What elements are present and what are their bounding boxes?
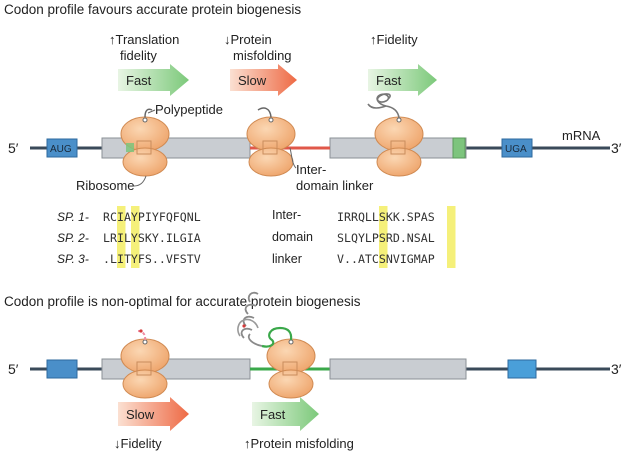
alignment-middle-label-3: linker bbox=[272, 252, 302, 266]
sequence-left-3: .LITYFS..VFSTV bbox=[103, 252, 201, 266]
domain-2-green-segment bbox=[452, 137, 466, 159]
three-prime-label-bottom: 3′ bbox=[611, 361, 622, 377]
ribosome-bottom-2 bbox=[237, 291, 316, 399]
linker-leader bbox=[289, 147, 297, 169]
ribosome-1 bbox=[120, 108, 170, 177]
mrna-label: mRNA bbox=[562, 128, 601, 143]
sequence-right-1: IRRQLLSKK.SPAS bbox=[337, 210, 435, 224]
ribosome-2 bbox=[246, 107, 296, 177]
alignment-middle-label-2: domain bbox=[272, 230, 313, 244]
top-panel-title: Codon profile favours accurate protein b… bbox=[4, 2, 301, 17]
stop-codon-label: UGA bbox=[505, 144, 527, 155]
folded-domain-coil bbox=[367, 93, 400, 119]
three-prime-label-top: 3′ bbox=[611, 140, 622, 156]
translation-fidelity-label-line1: ↑Translation bbox=[109, 32, 179, 47]
fidelity-down-label: ↓Fidelity bbox=[114, 436, 162, 451]
start-codon-box-bottom bbox=[46, 359, 78, 379]
protein-misfolding-up-label: ↑Protein misfolding bbox=[244, 436, 354, 451]
polypeptide-leader bbox=[147, 109, 156, 114]
svg-text:SP. 2-: SP. 2- bbox=[57, 231, 89, 245]
species-3-label: SP. 3 bbox=[57, 252, 85, 266]
domain-2-box-bottom bbox=[329, 358, 467, 380]
start-codon-label: AUG bbox=[50, 144, 72, 155]
slow-arrow-bottom: Slow bbox=[118, 397, 189, 431]
misfolded-domain-coil bbox=[240, 291, 263, 347]
start-codon-box bbox=[46, 138, 78, 158]
translation-fidelity-label-line2: fidelity bbox=[120, 48, 157, 63]
ribosome-leader bbox=[133, 175, 147, 187]
fast-arrow-2: Fast bbox=[368, 64, 437, 96]
species-2-label: SP. 2 bbox=[57, 231, 85, 245]
misfolded-linker-green bbox=[261, 326, 293, 348]
linker-label-line2: domain linker bbox=[296, 178, 374, 193]
fast-arrow-1-label: Fast bbox=[126, 73, 152, 88]
alignment-species-labels: SP. 1- SP. 2- SP. 3- bbox=[57, 210, 89, 266]
alignment-highlights bbox=[117, 206, 456, 268]
slow-arrow-1: Slow bbox=[230, 64, 297, 96]
protein-misfolding-label-line2: misfolding bbox=[233, 48, 292, 63]
ribosome-3 bbox=[367, 93, 424, 177]
five-prime-label-bottom: 5′ bbox=[8, 361, 19, 377]
fast-arrow-bottom: Fast bbox=[252, 397, 319, 431]
five-prime-label-top: 5′ bbox=[8, 140, 19, 156]
species-1-label: SP. 1 bbox=[57, 210, 85, 224]
svg-text:SP. 3-: SP. 3- bbox=[57, 252, 89, 266]
protein-misfolding-label-line1: ↓Protein bbox=[224, 32, 272, 47]
svg-text:SP. 1-: SP. 1- bbox=[57, 210, 89, 224]
fast-arrow-bottom-label: Fast bbox=[260, 407, 286, 422]
stop-codon-box bbox=[501, 138, 533, 158]
bottom-panel-title: Codon profile is non-optimal for accurat… bbox=[4, 294, 361, 309]
sequence-left-2: LRILYSKY.ILGIA bbox=[103, 231, 201, 245]
fidelity-up-label: ↑Fidelity bbox=[370, 32, 418, 47]
linker-label-line1: Inter- bbox=[296, 162, 326, 177]
ribosome-label: Ribosome bbox=[76, 178, 135, 193]
fast-arrow-1: Fast bbox=[118, 64, 189, 96]
sequence-left-1: RCIAYPIYFQFQNL bbox=[103, 210, 201, 224]
stop-codon-box-bottom bbox=[507, 359, 537, 379]
slow-arrow-1-label: Slow bbox=[238, 73, 267, 88]
slow-arrow-bottom-label: Slow bbox=[126, 407, 155, 422]
polypeptide-label: Polypeptide bbox=[155, 102, 223, 117]
fast-arrow-2-label: Fast bbox=[376, 73, 402, 88]
sequence-right-2: SLQYLPSRD.NSAL bbox=[337, 231, 435, 245]
ribosome-bottom-1 bbox=[120, 329, 170, 399]
alignment-middle-label-1: Inter- bbox=[272, 208, 301, 222]
sequence-right-3: V..ATCSNVIGMAP bbox=[337, 252, 435, 266]
